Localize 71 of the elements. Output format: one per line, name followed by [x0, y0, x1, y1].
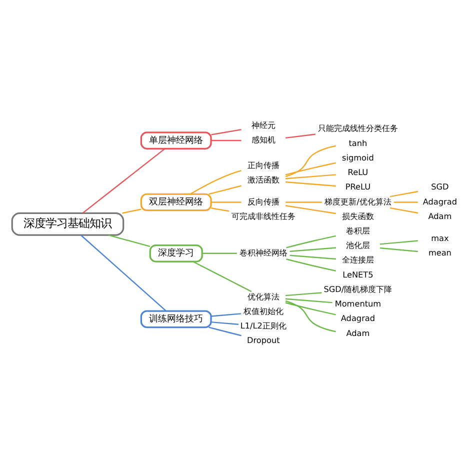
- node-box: 双层神经网络: [140, 193, 212, 212]
- connector: [285, 162, 336, 176]
- node-text: 损失函数: [342, 210, 374, 221]
- node-text: max: [431, 232, 449, 243]
- node-box: 深度学习基础知识: [11, 212, 124, 236]
- node-text: 卷积神经网络: [239, 247, 288, 258]
- connector: [202, 252, 237, 254]
- connector: [82, 148, 166, 214]
- connector: [285, 134, 316, 139]
- connector: [285, 298, 332, 304]
- node-text: 只能完成线性分类任务: [318, 123, 398, 134]
- connector: [122, 208, 142, 214]
- node-text: PReLU: [345, 182, 371, 192]
- connector: [192, 261, 252, 292]
- connector: [285, 302, 336, 316]
- connector: [208, 185, 242, 195]
- node-text: LeNET5: [342, 269, 374, 280]
- node-text: mean: [428, 247, 452, 258]
- node-text: sigmoid: [342, 152, 374, 162]
- connector: [390, 207, 418, 214]
- connector: [285, 145, 336, 178]
- node-text: 全连接层: [342, 254, 374, 265]
- node-text: 权值初始化: [243, 306, 284, 316]
- node-text: 感知机: [251, 134, 276, 145]
- node-text: 可完成非线性任务: [231, 210, 296, 221]
- node-text: 正向传播: [247, 160, 280, 170]
- node-text: 卷积层: [346, 226, 370, 236]
- node-text: 神经元: [251, 120, 276, 130]
- node-text: 优化算法: [247, 291, 280, 302]
- connector: [211, 128, 242, 136]
- node-text: 池化层: [346, 240, 370, 250]
- node-text: 激活函数: [247, 174, 280, 184]
- connector: [211, 313, 242, 317]
- node-text: SGD/随机梯度下降: [324, 284, 392, 294]
- connector: [211, 140, 242, 142]
- connector: [285, 300, 336, 332]
- connector: [286, 258, 336, 272]
- connector: [290, 247, 336, 252]
- connector: [285, 174, 336, 180]
- connector: [108, 234, 150, 248]
- connector: [394, 202, 418, 203]
- connector: [80, 234, 166, 312]
- connector: [208, 326, 242, 336]
- node-text: Momentum: [334, 298, 382, 309]
- connector: [290, 254, 336, 260]
- node-text: Adam: [346, 328, 370, 338]
- node-text: 反向传播: [247, 196, 280, 206]
- node-text: Adagrad: [340, 313, 376, 324]
- node-text: Adam: [428, 210, 452, 221]
- node-box: 训练网络技巧: [140, 310, 212, 328]
- connector: [390, 190, 418, 198]
- connector: [190, 170, 242, 195]
- connector: [285, 181, 336, 187]
- node-box: 单层神经网络: [140, 132, 212, 150]
- node-text: ReLU: [348, 167, 368, 178]
- node-text: tanh: [348, 138, 368, 148]
- connector: [285, 292, 322, 296]
- connector: [211, 202, 242, 203]
- connector: [286, 202, 322, 203]
- connector: [211, 321, 239, 325]
- node-text: SGD: [431, 182, 449, 192]
- node-text: L1/L2正则化: [240, 320, 286, 330]
- node-text: Adagrad: [422, 196, 458, 206]
- connector: [285, 205, 336, 214]
- node-text: 梯度更新/优化算法: [324, 196, 392, 206]
- connector: [380, 240, 418, 245]
- connector: [211, 208, 230, 212]
- node-box: 深度学习: [149, 244, 203, 262]
- connector: [286, 235, 336, 248]
- connector: [380, 247, 418, 252]
- node-text: Dropout: [246, 335, 280, 346]
